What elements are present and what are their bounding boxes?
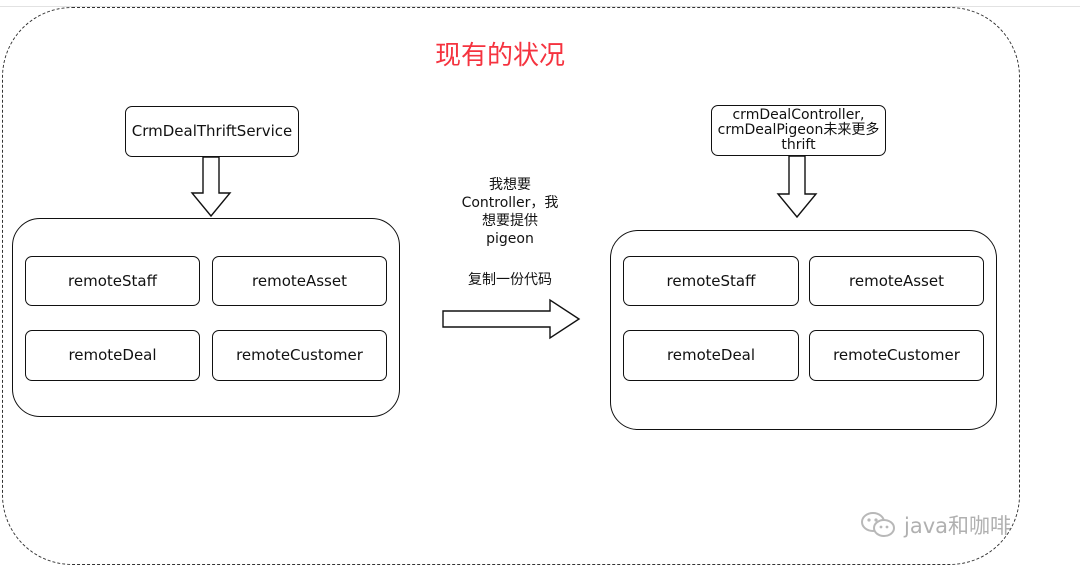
dashed-frame: [2, 7, 1020, 565]
right-module-box: remoteStaff: [623, 256, 799, 306]
diagram-title: 现有的状况: [434, 41, 565, 71]
right-service-line: thrift: [781, 137, 816, 153]
left-down-arrow: [190, 156, 232, 218]
left-module-group: [12, 218, 400, 417]
right-module-box: remoteAsset: [809, 256, 984, 306]
note-line: 想要提供: [482, 213, 538, 229]
right-service-line: crmDealController,: [732, 107, 865, 123]
right-arrow: [442, 298, 581, 340]
left-module-box: remoteCustomer: [212, 330, 387, 381]
right-down-arrow: [776, 155, 818, 219]
note-line: 我想要: [489, 177, 531, 193]
right-module-box: remoteDeal: [623, 330, 799, 381]
watermark-text: java和咖啡: [904, 514, 1011, 538]
right-module-label: remoteAsset: [849, 271, 944, 290]
left-module-label: remoteCustomer: [236, 346, 363, 364]
watermark: java和咖啡: [860, 510, 1011, 540]
left-module-box: remoteStaff: [25, 256, 200, 306]
right-service-box: crmDealController, crmDealPigeon未来更多 thr…: [711, 105, 886, 156]
top-divider: [0, 0, 1080, 7]
right-module-label: remoteDeal: [666, 346, 756, 364]
note-line: pigeon: [486, 231, 534, 247]
right-module-box: remoteCustomer: [809, 330, 984, 381]
left-module-label: remoteStaff: [68, 271, 157, 290]
left-service-box: CrmDealThriftService: [125, 106, 299, 157]
left-module-box: remoteDeal: [25, 330, 200, 381]
left-module-label: remoteDeal: [68, 346, 157, 364]
right-module-label: remoteStaff: [666, 271, 756, 290]
copy-label: 复制一份代码: [468, 272, 552, 288]
left-module-label: remoteAsset: [252, 271, 347, 290]
right-service-line: crmDealPigeon未来更多: [717, 122, 880, 138]
middle-note: 我想要 Controller，我 想要提供 pigeon: [440, 176, 580, 248]
wechat-icon: [861, 512, 895, 537]
note-line: Controller，我: [461, 195, 559, 211]
left-service-label: CrmDealThriftService: [131, 122, 293, 140]
left-module-box: remoteAsset: [212, 256, 387, 306]
right-module-label: remoteCustomer: [833, 346, 960, 364]
